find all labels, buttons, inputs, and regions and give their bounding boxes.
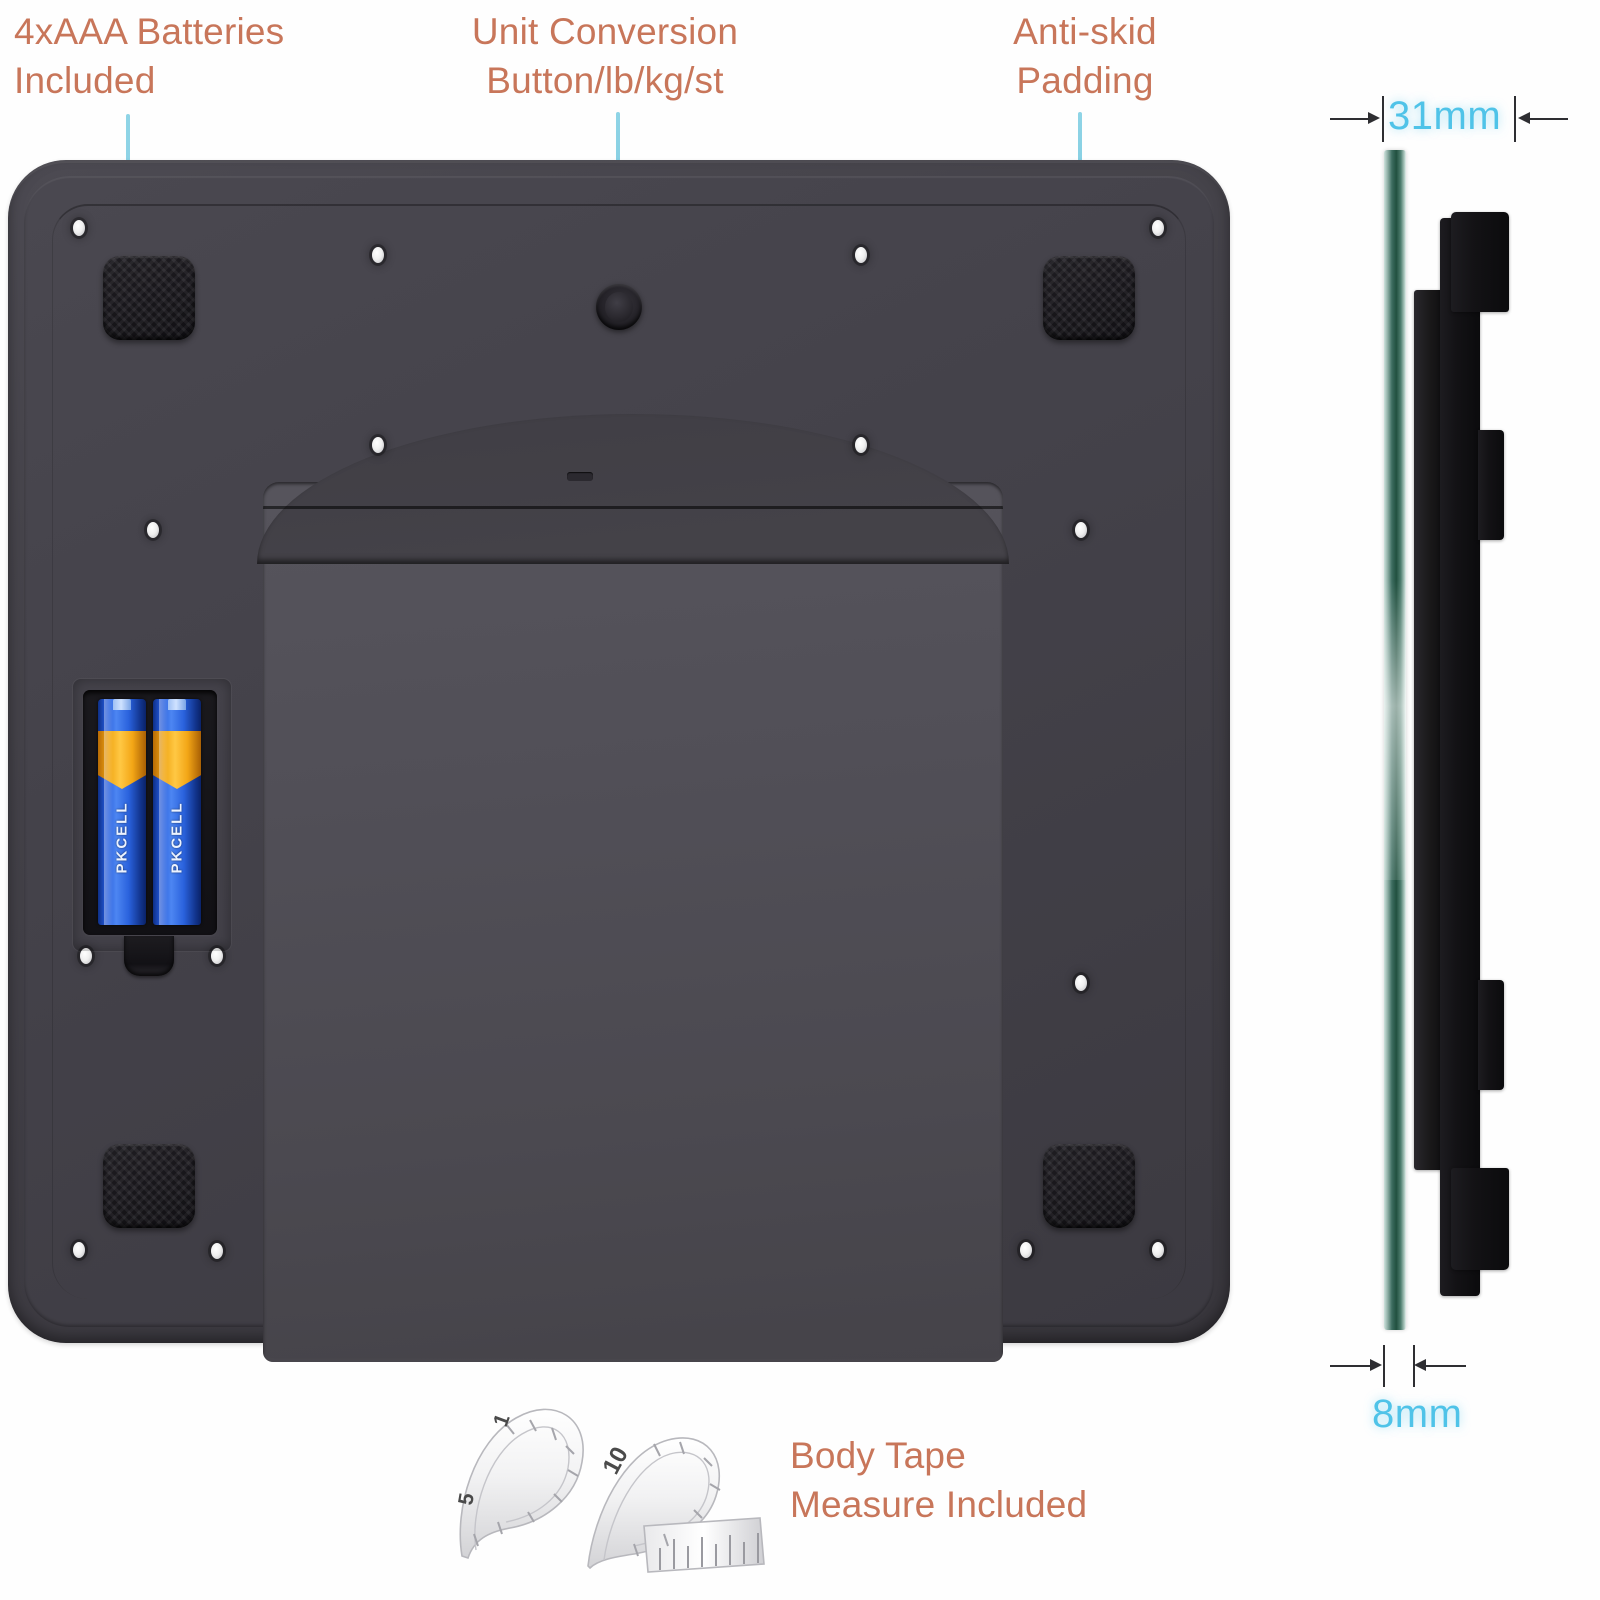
battery-aaa-1: PKCELL (98, 699, 146, 925)
anti-skid-pad-top-left (103, 256, 195, 340)
screw-mid-right (855, 437, 867, 453)
tape-measure-illustration: 1 5 10 (448, 1388, 768, 1588)
screw-left-upper (147, 522, 159, 538)
battery-door-latch[interactable] (124, 936, 174, 976)
side-body-main (1440, 218, 1480, 1296)
dimension-label-8mm: 8mm (1372, 1392, 1463, 1436)
side-body-bottom-foot (1451, 1168, 1509, 1270)
screw-mid-left (372, 437, 384, 453)
tape-flat-strip (643, 1517, 765, 1573)
screw-top-inner-left (372, 247, 384, 263)
callout-label-batteries: 4xAAA Batteries Included (14, 11, 285, 101)
dim-line-8mm-left (1330, 1365, 1372, 1367)
battery-terminal-1 (113, 699, 131, 710)
dim-tick-8mm-left (1383, 1345, 1385, 1387)
inner-plate-arch-edge (263, 420, 1003, 509)
screw-top-left-outer (73, 220, 85, 236)
battery-brand-label-1: PKCELL (113, 801, 131, 874)
screw-right-lower (1075, 975, 1087, 991)
dim-arrowhead-31mm-left (1368, 112, 1380, 124)
battery-band-1 (98, 731, 146, 789)
screw-top-inner-right (855, 247, 867, 263)
battery-gloss-1 (104, 699, 113, 925)
anti-skid-pad-bottom-left (103, 1144, 195, 1228)
callout-label-unit-conversion: Unit Conversion Button/lb/kg/st (471, 11, 739, 101)
battery-band-2 (153, 731, 201, 789)
dimension-label-31mm: 31mm (1388, 94, 1502, 138)
tape-coil-right (587, 1437, 721, 1570)
screw-bottom-right-outer (1152, 1242, 1164, 1258)
tape-number-1: 1 (489, 1411, 515, 1430)
side-body-inner-panel (1414, 290, 1444, 1170)
screw-right-upper (1075, 522, 1087, 538)
screw-bottom-left-outer (73, 1242, 85, 1258)
screw-bottom-right-inner (1020, 1242, 1032, 1258)
dim-tick-31mm-left (1382, 96, 1384, 142)
dim-line-31mm-left (1330, 118, 1370, 120)
scale-bottom-view (8, 160, 1230, 1362)
unit-conversion-button[interactable] (596, 284, 642, 330)
dim-line-31mm-right (1528, 118, 1568, 120)
anti-skid-pad-top-right (1043, 256, 1135, 340)
side-body-top-foot (1451, 212, 1509, 312)
tape-graduations (659, 1533, 759, 1570)
screw-top-right-outer (1152, 220, 1164, 236)
tape-graduations-left (473, 1419, 579, 1547)
side-body-nub-lower (1478, 980, 1504, 1090)
anti-skid-pad-bottom-right (1043, 1144, 1135, 1228)
dim-arrowhead-8mm-right (1414, 1359, 1426, 1371)
battery-brand-label-2: PKCELL (168, 801, 186, 874)
callout-label-tape-measure: Body Tape Measure Included (790, 1435, 1088, 1525)
battery-aaa-2: PKCELL (153, 699, 201, 925)
unit-conversion-button-inner (605, 292, 633, 322)
callout-label-anti-skid: Anti-skid Padding (1013, 11, 1157, 101)
tape-number-5: 5 (454, 1491, 479, 1507)
inner-recessed-plate (257, 414, 1009, 1362)
screw-bottom-left-inner (211, 1243, 223, 1259)
dim-arrowhead-31mm-right (1518, 112, 1530, 124)
battery-gloss-2 (159, 699, 168, 925)
dim-line-8mm-right (1424, 1365, 1466, 1367)
dim-arrowhead-8mm-left (1370, 1359, 1382, 1371)
tape-coil-left (459, 1408, 584, 1560)
glass-highlight (1384, 580, 1406, 880)
tape-graduations-right (633, 1441, 721, 1557)
battery-compartment: PKCELL PKCELL (83, 690, 217, 935)
dim-tick-31mm-right (1514, 96, 1516, 142)
battery-terminal-2 (168, 699, 186, 710)
scale-side-profile-view (1352, 150, 1542, 1330)
screw-left-battery-a (80, 948, 92, 964)
screw-left-battery-b (211, 948, 223, 964)
side-body-nub-upper (1478, 430, 1504, 540)
center-notch-mark (567, 472, 593, 481)
